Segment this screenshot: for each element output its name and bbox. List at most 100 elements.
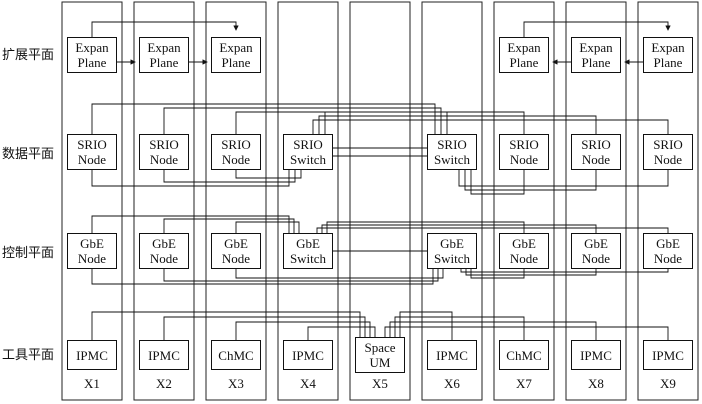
node-label-line2: UM	[369, 355, 391, 370]
plane-label-data: 数据平面	[2, 147, 55, 162]
node-label-line1: IPMC	[436, 347, 468, 363]
node-label-line1: SRIO	[293, 137, 323, 152]
node-label-line1: IPMC	[292, 347, 324, 363]
srio-link-up-1	[163, 107, 442, 134]
gbe-link-sw2-1	[163, 269, 439, 282]
node-label-line1: SRIO	[437, 137, 467, 152]
node-label-line1: ChMC	[506, 347, 542, 363]
slot-column-x9	[637, 1, 699, 401]
srio-link-down-1	[163, 170, 296, 183]
gbe-link-sw1-8	[316, 227, 669, 233]
slot-columns	[61, 1, 699, 401]
tool-link-8	[384, 326, 669, 340]
node-label-line1: GbE	[80, 236, 104, 251]
srio-link-up-0	[91, 103, 436, 134]
slot-label-x8: X8	[588, 376, 604, 391]
mgmt-node-x1: IPMC	[67, 340, 117, 370]
node-label-line1: SRIO	[77, 137, 107, 152]
mgmt-node-x3: ChMC	[211, 340, 261, 370]
plane-label-tool: 工具平面	[2, 348, 55, 363]
node-label-line1: SRIO	[581, 137, 611, 152]
node-label-line1: Expan	[75, 40, 109, 55]
plane-label-control: 控制平面	[2, 246, 55, 261]
srio-link-up-2	[235, 111, 448, 134]
tool-link-6	[394, 316, 525, 340]
slot-column-x3	[205, 1, 267, 401]
srio-link-down-7	[464, 170, 597, 191]
slot-label-x5: X5	[372, 376, 388, 391]
gbe-link-sw2-2	[235, 269, 444, 279]
srio-link-down-8	[458, 170, 669, 187]
node-label-line1: Expan	[651, 40, 685, 55]
node-label-line1: Expan	[219, 40, 253, 55]
interconnect-links	[91, 21, 671, 340]
node-label-line2: Node	[221, 251, 251, 266]
node-label-line2: Node	[653, 152, 683, 167]
node-label-line1: Space	[364, 340, 396, 355]
node-label-line1: GbE	[584, 236, 608, 251]
slot-column-x5	[349, 1, 411, 401]
node-label-line2: Switch	[433, 152, 471, 167]
node-label-line2: Node	[581, 152, 611, 167]
node-label-line1: IPMC	[76, 347, 108, 363]
slot-label-x3: X3	[228, 376, 244, 391]
node-label-line1: SRIO	[653, 137, 683, 152]
node-label-line1: GbE	[224, 236, 248, 251]
node-label-line1: GbE	[512, 236, 536, 251]
slot-column-x4	[277, 1, 339, 401]
node-label-line2: Node	[77, 152, 107, 167]
node-label-line1: GbE	[656, 236, 680, 251]
node-label-line2: Node	[77, 251, 107, 266]
node-label-line1: SRIO	[221, 137, 251, 152]
node-label-line2: Plane	[221, 55, 251, 70]
gbe-link-sw1-7	[321, 224, 597, 233]
srio-link-up-7	[318, 115, 597, 134]
node-label-line2: Node	[149, 152, 179, 167]
node-label-line1: IPMC	[148, 347, 180, 363]
node-label-line1: IPMC	[580, 347, 612, 363]
srio-link-down-2	[235, 170, 302, 179]
expan-link-right-top	[523, 21, 671, 37]
node-label-line1: SRIO	[149, 137, 179, 152]
gbe-link-sw1-0	[91, 215, 290, 233]
slot-column-x8	[565, 1, 627, 401]
srio-link-up-8	[312, 119, 669, 134]
slot-label-x2: X2	[156, 376, 172, 391]
node-label-line1: GbE	[152, 236, 176, 251]
plane-label-expan: 扩展平面	[2, 48, 55, 63]
node-label-line2: Node	[581, 251, 611, 266]
node-label-line2: Node	[149, 251, 179, 266]
node-label-line2: Plane	[77, 55, 107, 70]
node-label-line1: Expan	[579, 40, 613, 55]
gbe-link-sw1-1	[163, 218, 295, 233]
node-label-line2: Plane	[509, 55, 539, 70]
mgmt-node-x4: IPMC	[283, 340, 333, 370]
slot-column-x6	[421, 1, 483, 401]
node-label-line2: Node	[653, 251, 683, 266]
gbe-link-sw2-8	[460, 269, 669, 273]
node-label-line2: Node	[509, 251, 539, 266]
node-label-line2: Switch	[433, 251, 471, 266]
node-label-line1: GbE	[296, 236, 320, 251]
node-label-line1: GbE	[440, 236, 464, 251]
srio-link-up-6	[324, 111, 525, 134]
expan-link-left-top	[91, 21, 239, 37]
mgmt-node-x6: IPMC	[427, 340, 477, 370]
mgmt-node-x8: IPMC	[571, 340, 621, 370]
node-label-line1: Expan	[507, 40, 541, 55]
slot-column-x2	[133, 1, 195, 401]
